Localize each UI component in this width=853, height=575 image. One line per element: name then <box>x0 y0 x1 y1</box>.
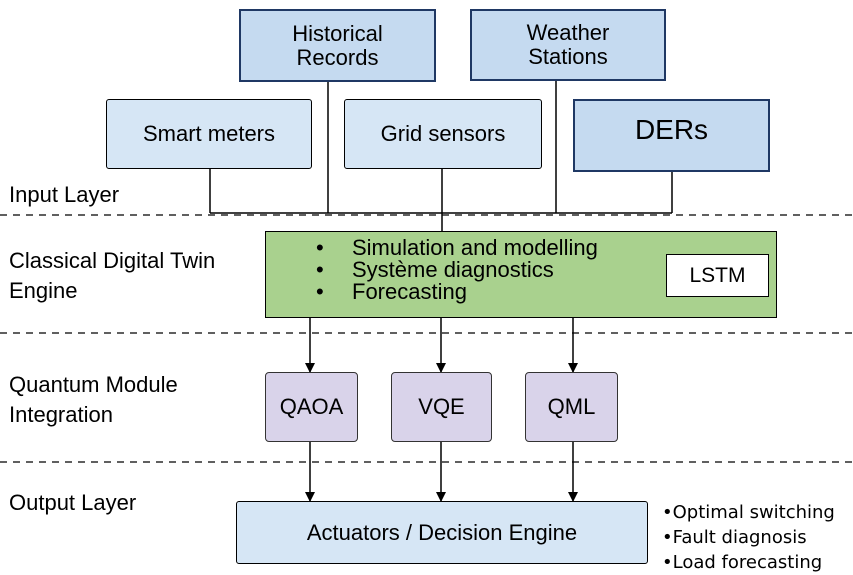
lstm-label: LSTM <box>689 263 746 287</box>
qaoa-box: QAOA <box>265 372 358 442</box>
lstm-box: LSTM <box>666 254 769 297</box>
engine-item: Forecasting <box>316 281 598 303</box>
ders-box: DERs <box>573 99 770 172</box>
historical-records-box: Historical Records <box>239 9 436 82</box>
vqe-box: VQE <box>391 372 492 442</box>
engine-item: Système diagnostics <box>316 259 598 281</box>
engine-item: Simulation and modelling <box>316 237 598 259</box>
classical-engine-box: Simulation and modelling Système diagnos… <box>265 231 777 318</box>
output-notes: Optimal switching Fault diagnosis Load f… <box>662 500 835 575</box>
qml-label: QML <box>547 394 596 419</box>
smart-meters-label: Smart meters <box>142 121 276 146</box>
weather-stations-label: Weather Stations <box>526 20 610 69</box>
vqe-label: VQE <box>418 394 465 419</box>
output-note: Fault diagnosis <box>662 525 835 550</box>
input-layer-label: Input Layer <box>9 182 120 207</box>
output-note: Load forecasting <box>662 550 835 575</box>
engine-items: Simulation and modelling Système diagnos… <box>316 237 598 303</box>
ders-label: DERs <box>634 114 709 145</box>
grid-sensors-box: Grid sensors <box>344 99 542 169</box>
historical-records-label: Historical Records <box>292 20 383 70</box>
grid-sensors-label: Grid sensors <box>380 121 506 146</box>
actuators-box: Actuators / Decision Engine <box>236 501 648 564</box>
qml-box: QML <box>525 372 618 442</box>
output-layer-label: Output Layer <box>9 490 137 515</box>
weather-stations-box: Weather Stations <box>470 9 666 81</box>
actuators-label: Actuators / Decision Engine <box>306 519 578 545</box>
smart-meters-box: Smart meters <box>106 99 312 169</box>
quantum-layer-label: Quantum Module Integration <box>9 372 178 427</box>
output-note: Optimal switching <box>662 500 835 525</box>
classical-layer-label: Classical Digital Twin Engine <box>9 248 216 303</box>
qaoa-label: QAOA <box>279 394 344 419</box>
